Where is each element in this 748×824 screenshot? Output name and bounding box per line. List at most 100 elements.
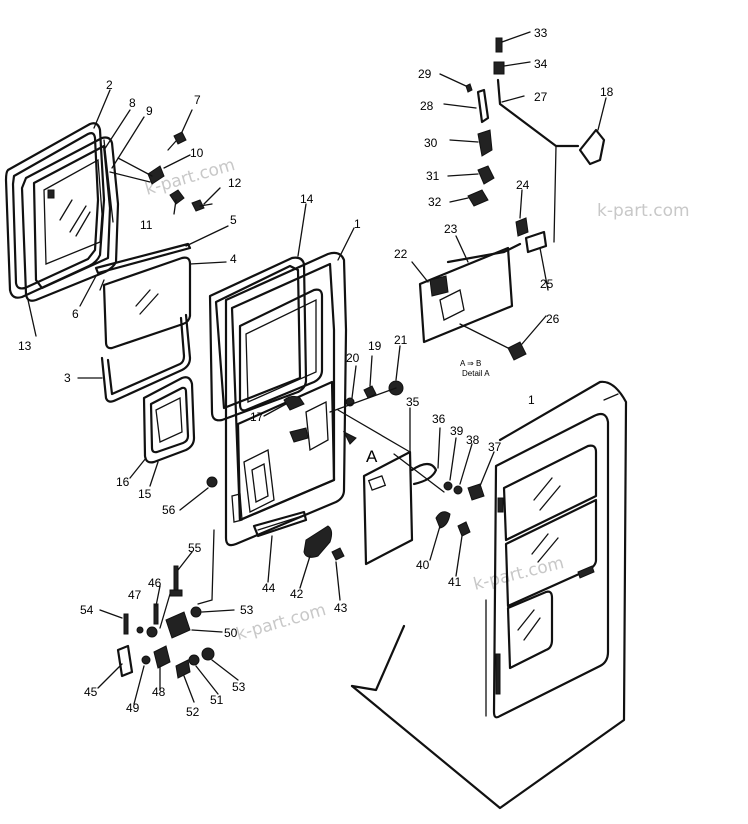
label-49: 49	[126, 701, 140, 715]
pin-47	[153, 603, 159, 625]
washer-51	[188, 654, 200, 666]
door-lower-panel	[236, 380, 336, 522]
label-3: 3	[64, 371, 71, 385]
rail-vertical	[103, 139, 114, 223]
detail-caption: Detail A	[462, 369, 490, 378]
label-15: 15	[138, 487, 152, 501]
label-29: 29	[418, 67, 432, 81]
label-45: 45	[84, 685, 98, 699]
linkage-assembly: A ⇒ B Detail A	[418, 37, 606, 378]
label-37: 37	[488, 440, 502, 454]
window-glass-left	[43, 158, 103, 265]
label-17: 17	[250, 410, 264, 424]
label-53b: 53	[232, 680, 246, 694]
washer-38	[453, 485, 463, 495]
label-22: 22	[394, 247, 408, 261]
pin-29	[465, 83, 473, 93]
seal-outer-2	[4, 122, 106, 299]
label-5: 5	[230, 213, 237, 227]
label-47: 47	[128, 588, 142, 602]
washer-49	[141, 655, 151, 665]
label-50: 50	[224, 626, 238, 640]
bracket-10	[147, 165, 165, 185]
label-13: 13	[18, 339, 32, 353]
bolt-19	[363, 385, 377, 399]
label-39: 39	[450, 424, 464, 438]
seal-3	[100, 313, 192, 403]
cab-outline	[350, 380, 628, 810]
cylinder-48	[153, 645, 171, 669]
leader-lines	[27, 31, 607, 705]
grip-40	[435, 511, 451, 529]
label-25: 25	[540, 277, 554, 291]
bracket-22	[418, 246, 514, 344]
bolt-37	[467, 483, 485, 501]
main-door	[206, 251, 404, 561]
latch	[289, 427, 309, 443]
label-44: 44	[262, 581, 276, 595]
label-28: 28	[420, 99, 434, 113]
label-48: 48	[152, 685, 166, 699]
door-window	[238, 288, 324, 412]
label-16: 16	[116, 475, 130, 489]
lower-window	[506, 590, 554, 670]
label-34: 34	[534, 57, 548, 71]
label-52: 52	[186, 705, 200, 719]
label-31: 31	[426, 169, 440, 183]
label-51: 51	[210, 693, 224, 707]
label-43: 43	[334, 601, 348, 615]
view-arrow	[342, 430, 357, 445]
handle-36	[410, 462, 438, 486]
label-7: 7	[194, 93, 201, 107]
nut-53b	[201, 647, 215, 661]
glass-hatches	[517, 477, 561, 641]
latch-small	[47, 189, 55, 199]
label-23: 23	[444, 222, 458, 236]
detail-a-panel	[337, 409, 485, 566]
mid-window	[504, 498, 598, 608]
washer-39	[443, 481, 453, 491]
label-42: 42	[290, 587, 304, 601]
bolt-43	[331, 547, 345, 561]
label-8: 8	[129, 96, 136, 110]
rod-27	[496, 78, 580, 148]
cover-42	[303, 525, 333, 558]
watermark-4: k-part.com	[471, 553, 566, 595]
label-18: 18	[600, 85, 614, 99]
label-20: 20	[346, 351, 360, 365]
inner-panel-35	[362, 450, 414, 566]
bolt-54	[123, 613, 129, 635]
glass-panel	[102, 256, 192, 350]
label-27: 27	[534, 90, 548, 104]
glass-hatch	[135, 289, 159, 315]
label-6: 6	[72, 307, 79, 321]
handle-44	[252, 510, 308, 538]
label-41: 41	[448, 575, 462, 589]
label-54: 54	[80, 603, 94, 617]
detail-arrow-text: A ⇒ B	[460, 359, 481, 368]
bolt-12	[191, 199, 205, 212]
label-55: 55	[188, 541, 202, 555]
label-11: 11	[140, 218, 153, 232]
plate-45	[116, 644, 134, 678]
label-32: 32	[428, 195, 442, 209]
clip-31	[477, 165, 495, 185]
door-frame-1	[224, 251, 348, 547]
label-30: 30	[424, 136, 438, 150]
lever-28	[476, 88, 490, 124]
label-1b: 1	[528, 393, 535, 407]
bolt-41	[457, 521, 471, 537]
lock-assembly	[116, 529, 215, 679]
label-38: 38	[466, 433, 480, 447]
hinge-strip	[495, 653, 501, 695]
nut-53a	[190, 606, 202, 618]
label-46: 46	[148, 576, 162, 590]
label-14: 14	[300, 192, 314, 206]
cab-outline-left	[350, 624, 406, 692]
label-35: 35	[406, 395, 420, 409]
label-26: 26	[546, 312, 560, 326]
small-window-glass	[155, 396, 183, 443]
pin-55	[173, 565, 179, 591]
